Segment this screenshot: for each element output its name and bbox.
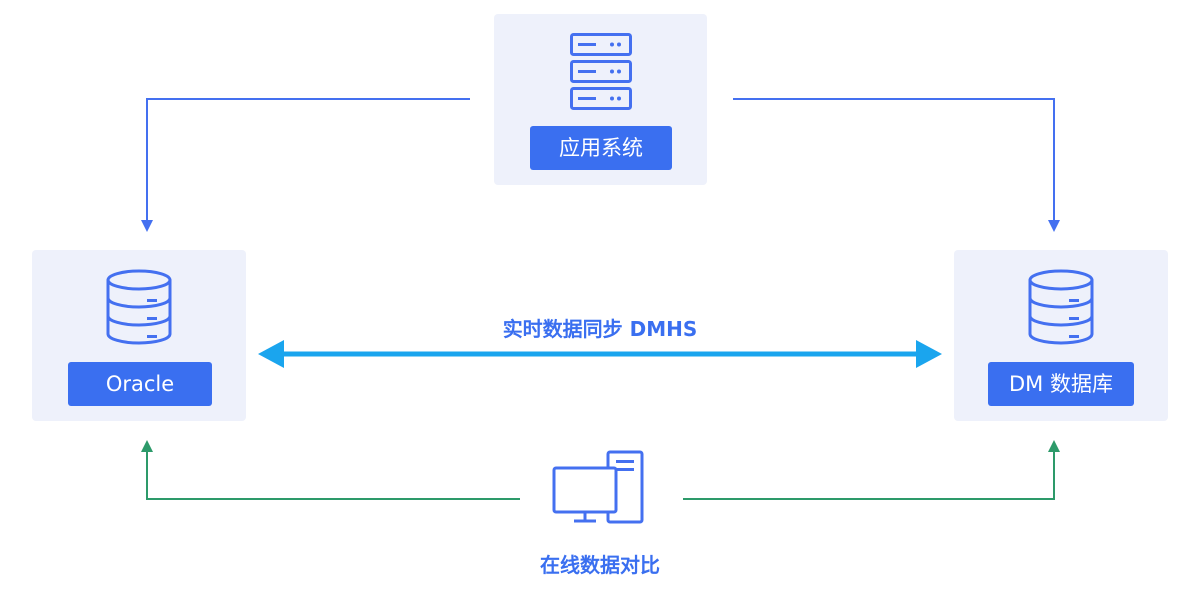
edge-sync-arrowhead-left bbox=[258, 340, 284, 368]
edge-app-to-oracle bbox=[141, 98, 470, 232]
edge-compare-to-dm bbox=[683, 440, 1060, 500]
edge-sync-arrowhead-right bbox=[916, 340, 942, 368]
compare-label: 在线数据对比 bbox=[540, 553, 660, 577]
edge-compare-to-oracle bbox=[141, 440, 520, 500]
dm-db-label: DM 数据库 bbox=[988, 362, 1134, 406]
server-icon bbox=[570, 33, 632, 110]
app-system-label: 应用系统 bbox=[530, 126, 672, 170]
edge-app-to-dm bbox=[733, 98, 1060, 232]
database-icon bbox=[106, 269, 172, 345]
dm-db-panel: DM 数据库 bbox=[954, 250, 1168, 421]
app-system-panel: 应用系统 bbox=[494, 14, 707, 185]
computer-icon bbox=[552, 450, 644, 524]
database-icon bbox=[1028, 269, 1094, 345]
oracle-panel: Oracle bbox=[32, 250, 246, 421]
sync-label: 实时数据同步 DMHS bbox=[502, 317, 698, 341]
oracle-label: Oracle bbox=[68, 362, 212, 406]
